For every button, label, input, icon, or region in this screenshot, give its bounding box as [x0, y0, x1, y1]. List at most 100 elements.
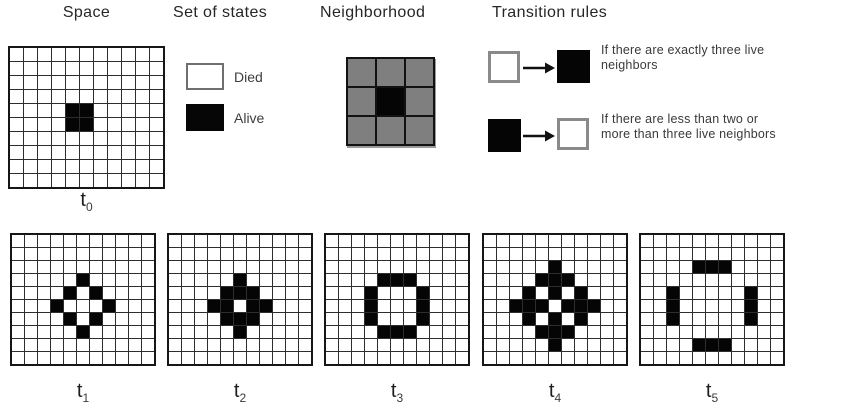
grid-cell: [456, 326, 468, 338]
grid-cell: [430, 339, 442, 351]
grid-cell: [523, 287, 535, 299]
grid-cell: [497, 287, 509, 299]
grid-cell: [122, 104, 135, 117]
grid-cell: [456, 352, 468, 364]
grid-cell: [260, 339, 272, 351]
grid-cell: [273, 248, 285, 260]
grid-cell: [142, 274, 154, 286]
grid-cell: [12, 235, 24, 247]
grid-cell: [208, 339, 220, 351]
grid-cell: [221, 300, 233, 312]
grid-cell: [430, 261, 442, 273]
grid-cell: [614, 300, 626, 312]
neighborhood-cell: [377, 59, 404, 86]
grid-cell: [286, 274, 298, 286]
grid-cell: [25, 235, 37, 247]
grid-cell: [339, 352, 351, 364]
grid-cell: [12, 352, 24, 364]
grid-cell: [234, 352, 246, 364]
grid-cell: [12, 339, 24, 351]
grid-cell: [404, 300, 416, 312]
grid-cell: [286, 300, 298, 312]
grid-cell: [38, 118, 51, 131]
grid-cell: [771, 326, 783, 338]
grid-cell: [601, 248, 613, 260]
grid-cell: [378, 339, 390, 351]
grid-cell: [136, 48, 149, 61]
grid-cell: [536, 235, 548, 247]
grid-cell: [129, 248, 141, 260]
grid-cell: [299, 287, 311, 299]
grid-cell: [641, 287, 653, 299]
grid-cell: [641, 235, 653, 247]
grid-cell: [150, 104, 163, 117]
grid-cell: [25, 300, 37, 312]
grid-cell: [326, 326, 338, 338]
grid-cell: [94, 62, 107, 75]
grid-cell: [771, 248, 783, 260]
grid-cell: [562, 248, 574, 260]
label-t4: t4: [482, 380, 628, 405]
grid-cell: [430, 352, 442, 364]
grid-cell: [108, 76, 121, 89]
grid-cell: [588, 326, 600, 338]
rule2-text-line2: more than three live neighbors: [601, 127, 776, 141]
grid-cell: [136, 174, 149, 187]
grid-cell: [169, 300, 181, 312]
grid-cell: [588, 287, 600, 299]
label-t3-base: t: [390, 380, 397, 402]
grid-cell: [182, 326, 194, 338]
grid-cell: [654, 300, 666, 312]
grid-cell: [693, 287, 705, 299]
neighborhood-cell: [406, 88, 433, 115]
grid-cell: [136, 76, 149, 89]
grid-cell: [549, 287, 561, 299]
label-t0: t0: [8, 189, 165, 214]
grid-cell: [654, 313, 666, 325]
grid-cell: [693, 300, 705, 312]
grid-cell: [549, 313, 561, 325]
grid-cell: [523, 339, 535, 351]
neighborhood-cell: [348, 117, 375, 144]
grid-cell: [391, 326, 403, 338]
grid-cell: [94, 160, 107, 173]
grid-cell: [641, 274, 653, 286]
grid-cell: [52, 104, 65, 117]
grid-cell: [641, 326, 653, 338]
grid-cell: [523, 300, 535, 312]
grid-cell: [654, 326, 666, 338]
grid-cell: [77, 300, 89, 312]
grid-cell: [66, 146, 79, 159]
grid-cell: [299, 352, 311, 364]
grid-cell: [12, 300, 24, 312]
grid-cell: [443, 326, 455, 338]
grid-cell: [443, 261, 455, 273]
grid-cell: [234, 339, 246, 351]
grid-cell: [247, 287, 259, 299]
neighborhood-cell: [377, 117, 404, 144]
grid-cell: [758, 287, 770, 299]
grid-cell: [562, 274, 574, 286]
grid-cell: [484, 274, 496, 286]
grid-cell: [575, 326, 587, 338]
neighborhood-cell: [406, 59, 433, 86]
grid-cell: [24, 160, 37, 173]
grid-cell: [326, 339, 338, 351]
grid-cell: [654, 248, 666, 260]
grid-cell: [339, 274, 351, 286]
grid-cell: [706, 326, 718, 338]
label-t2: t2: [167, 380, 313, 405]
grid-cell: [352, 248, 364, 260]
grid-cell: [680, 352, 692, 364]
grid-cell: [391, 300, 403, 312]
grid-cell: [404, 235, 416, 247]
grid-cell: [38, 300, 50, 312]
grid-cell: [391, 339, 403, 351]
grid-cell: [299, 235, 311, 247]
grid-cell: [10, 132, 23, 145]
grid-cell: [195, 352, 207, 364]
grid-cell: [365, 248, 377, 260]
grid-cell: [732, 352, 744, 364]
grid-cell: [575, 339, 587, 351]
